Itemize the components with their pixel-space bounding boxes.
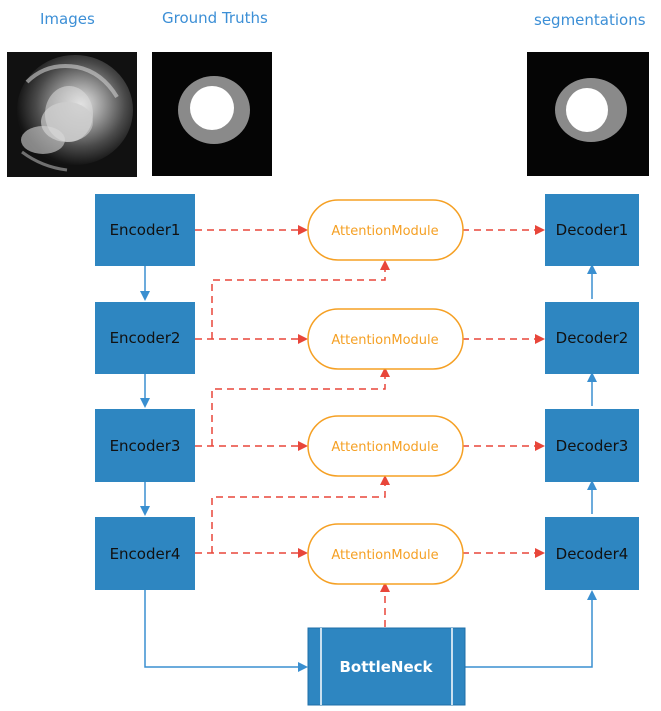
encoder-block-1: Encoder1 bbox=[95, 194, 195, 266]
bottleneck-block: BottleNeck bbox=[307, 627, 466, 706]
attention-module-1: AttentionModule bbox=[307, 199, 464, 261]
segmentation-thumbnail bbox=[527, 52, 649, 176]
bottleneck-to-decoder4-arrow bbox=[465, 590, 597, 668]
images-header: Images bbox=[40, 10, 95, 28]
mri-image-thumbnail bbox=[7, 52, 137, 177]
attention-module-3-label: AttentionModule bbox=[331, 440, 438, 455]
ground-truth-thumbnail bbox=[152, 52, 272, 176]
attention-module-1-label: AttentionModule bbox=[331, 224, 438, 239]
bottleneck-label: BottleNeck bbox=[340, 658, 434, 676]
decoder-4-label: Decoder4 bbox=[556, 545, 629, 563]
decoder-block-4: Decoder4 bbox=[545, 517, 639, 590]
attention-arrows bbox=[195, 225, 545, 627]
decoder-2-label: Decoder2 bbox=[556, 329, 629, 347]
encoder-3-label: Encoder3 bbox=[110, 437, 181, 455]
attention-module-2: AttentionModule bbox=[307, 308, 464, 370]
encoder4-to-bottleneck-arrow bbox=[144, 590, 308, 672]
encoder-2-label: Encoder2 bbox=[110, 329, 181, 347]
ground-truths-header: Ground Truths bbox=[162, 9, 268, 27]
encoder-4-label: Encoder4 bbox=[110, 545, 181, 563]
attention-module-2-label: AttentionModule bbox=[331, 333, 438, 348]
segmentations-header: segmentations bbox=[534, 11, 646, 29]
attention-module-4-label: AttentionModule bbox=[331, 548, 438, 563]
attention-module-4: AttentionModule bbox=[307, 523, 464, 585]
decoder-block-3: Decoder3 bbox=[545, 409, 639, 482]
attention-module-3: AttentionModule bbox=[307, 415, 464, 477]
decoder-block-1: Decoder1 bbox=[545, 194, 639, 266]
decoder-3-label: Decoder3 bbox=[556, 437, 629, 455]
encoder-block-3: Encoder3 bbox=[95, 409, 195, 482]
encoder-block-2: Encoder2 bbox=[95, 302, 195, 374]
encoder-1-label: Encoder1 bbox=[110, 221, 181, 239]
decoder-1-label: Decoder1 bbox=[556, 221, 629, 239]
encoder-block-4: Encoder4 bbox=[95, 517, 195, 590]
decoder-block-2: Decoder2 bbox=[545, 302, 639, 374]
